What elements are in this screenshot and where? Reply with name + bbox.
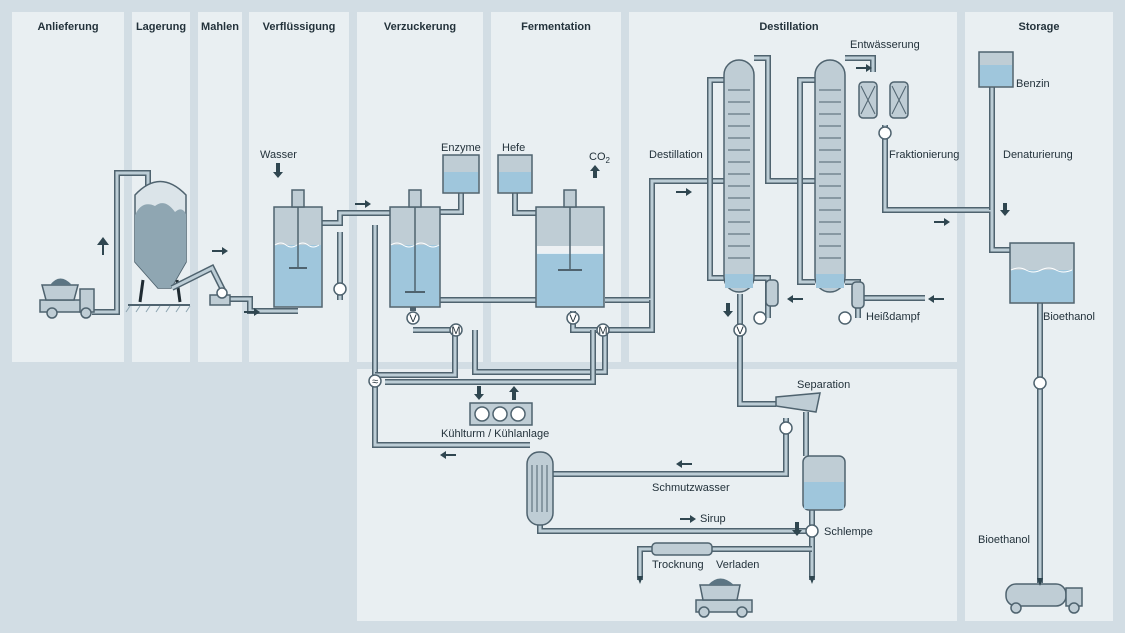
panel-byproducts [357, 369, 957, 621]
enzyme-tank [442, 154, 480, 194]
arrow-left-icon [787, 295, 803, 303]
panel-destillation [629, 12, 957, 362]
label-wasser: Wasser [260, 149, 297, 161]
title-verfluessigung: Verflüssigung [263, 21, 336, 33]
reboiler-pump-1-icon [753, 311, 767, 325]
distillation-column-2 [814, 59, 846, 293]
arrow-right-icon [212, 247, 228, 255]
bioethanol-pump-icon [1033, 376, 1047, 390]
title-fermentation: Fermentation [521, 21, 591, 33]
heat-exchanger-icon [368, 374, 382, 388]
loading-truck-icon [695, 578, 753, 618]
label-destillation: Destillation [649, 149, 703, 161]
arrow-left-icon [440, 451, 456, 459]
arrow-up-icon [590, 165, 600, 178]
schlempe-tank [802, 455, 846, 511]
gasoline-tank [978, 51, 1014, 88]
heat-exchanger-symbol: ≈ [372, 376, 378, 388]
arrow-right-icon [355, 200, 371, 208]
arrow-left-icon [928, 295, 944, 303]
title-verzuckerung: Verzuckerung [384, 21, 456, 33]
section-titles: Anlieferung Lagerung Mahlen Verflüssigun… [37, 21, 1059, 33]
label-bioethanol-tank: Bioethanol [1043, 311, 1095, 323]
arrow-down-icon [1000, 203, 1010, 216]
valve-symbol: V [569, 313, 577, 325]
arrow-up-icon [97, 237, 109, 255]
cooling-tower [469, 402, 533, 426]
reboiler-1 [765, 279, 779, 307]
motor-symbol: M [451, 325, 460, 337]
arrow-right-icon [856, 64, 872, 72]
motor-fermentation-icon [596, 323, 610, 337]
label-verladen: Verladen [716, 559, 759, 571]
label-benzin: Benzin [1016, 78, 1050, 90]
valve-fermentation-icon [566, 311, 580, 325]
arrow-down-icon [273, 163, 283, 178]
dryer [651, 542, 713, 556]
delivery-truck-icon [39, 278, 95, 319]
label-separation: Separation [797, 379, 850, 391]
liquefaction-tank [273, 189, 323, 308]
label-heissdampf: Heißdampf [866, 311, 921, 323]
title-destillation: Destillation [759, 21, 819, 33]
valve-saccharification-icon [406, 311, 420, 325]
motor-saccharification-icon [449, 323, 463, 337]
valve-stillage-icon [733, 323, 747, 337]
label-schlempe: Schlempe [824, 526, 873, 538]
panel-mahlen [198, 12, 242, 362]
valves: V M V M V ≈ [368, 311, 747, 388]
schlempe-pump-icon [805, 524, 819, 538]
label-trocknung: Trocknung [652, 559, 704, 571]
label-hefe: Hefe [502, 142, 525, 154]
separation-pump-icon [779, 421, 793, 435]
arrow-right-icon [676, 188, 692, 196]
title-mahlen: Mahlen [201, 21, 239, 33]
arrow-down-icon [723, 303, 733, 317]
valve-symbol: V [409, 313, 417, 325]
bioethanol-tank [1009, 242, 1075, 304]
title-anlieferung: Anlieferung [37, 21, 98, 33]
label-enzyme: Enzyme [441, 142, 481, 154]
reboiler-2 [851, 281, 865, 309]
yeast-tank [497, 154, 533, 194]
valve-symbol: V [736, 325, 744, 337]
liquefaction-pump-icon [333, 282, 347, 296]
label-fraktionierung: Fraktionierung [889, 149, 959, 161]
distillation-column-1 [723, 59, 755, 293]
label-kuehlturm: Kühlturm / Kühlanlage [441, 428, 549, 440]
tanker-truck-icon [1005, 583, 1083, 614]
arrow-down-icon [474, 386, 484, 400]
title-lagerung: Lagerung [136, 21, 186, 33]
label-denaturierung: Denaturierung [1003, 149, 1073, 161]
label-sirup: Sirup [700, 513, 726, 525]
motor-symbol: M [598, 325, 607, 337]
arrow-down-icon [792, 522, 802, 536]
label-entwaesserung: Entwässerung [850, 39, 920, 51]
arrow-right-icon [680, 515, 696, 523]
fractionation-exchanger-icon [878, 126, 892, 140]
evaporator [526, 451, 554, 526]
arrow-left-icon [676, 460, 692, 468]
dehydration-units [858, 81, 909, 119]
arrow-up-icon [509, 386, 519, 400]
label-co2: CO2 [589, 151, 611, 165]
title-storage: Storage [1019, 21, 1060, 33]
reboiler-pump-2-icon [838, 311, 852, 325]
fermentation-tank [535, 189, 605, 308]
separator [775, 392, 821, 413]
label-schmutzwasser: Schmutzwasser [652, 482, 730, 494]
arrow-right-icon [244, 308, 260, 316]
saccharification-tank [389, 189, 441, 308]
flow-arrows [97, 64, 1043, 586]
silo [125, 180, 227, 313]
label-bioethanol-truck: Bioethanol [978, 534, 1030, 546]
mill-icon [209, 287, 231, 306]
arrow-right-icon [934, 218, 950, 226]
